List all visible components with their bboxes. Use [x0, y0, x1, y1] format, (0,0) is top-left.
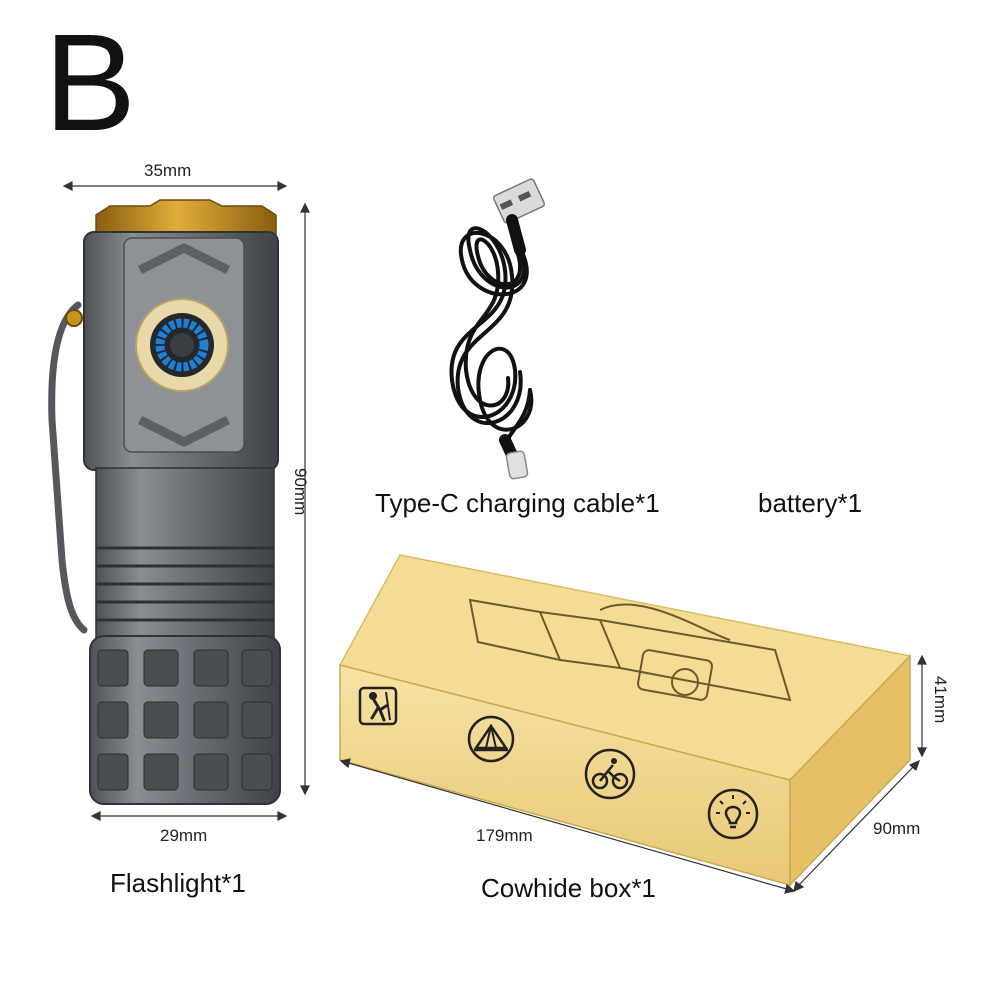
- cable-caption: Type-C charging cable*1: [375, 488, 660, 518]
- flashlight-height-label: 90mm: [291, 468, 310, 516]
- box-width-label: 90mm: [873, 819, 921, 838]
- flashlight-width-bottom-label: 29mm: [160, 826, 208, 845]
- box-length-label: 179mm: [476, 826, 533, 845]
- climbing-icon: [356, 684, 400, 728]
- battery-caption: battery*1: [758, 488, 863, 518]
- flashlight-dimension-lines: [62, 181, 310, 821]
- usb-cable-image: [449, 178, 546, 480]
- cowhide-box-image: [338, 554, 912, 887]
- camping-tent-icon: [466, 714, 516, 764]
- flashlight-width-top-label: 35mm: [144, 161, 192, 180]
- light-bulb-icon: [706, 787, 760, 841]
- cycling-icon: [583, 747, 637, 801]
- variant-label: B: [44, 6, 137, 160]
- flashlight-image: [48, 199, 281, 805]
- box-height-label: 41mm: [931, 676, 950, 724]
- box-caption: Cowhide box*1: [481, 873, 656, 903]
- flashlight-caption: Flashlight*1: [110, 868, 246, 898]
